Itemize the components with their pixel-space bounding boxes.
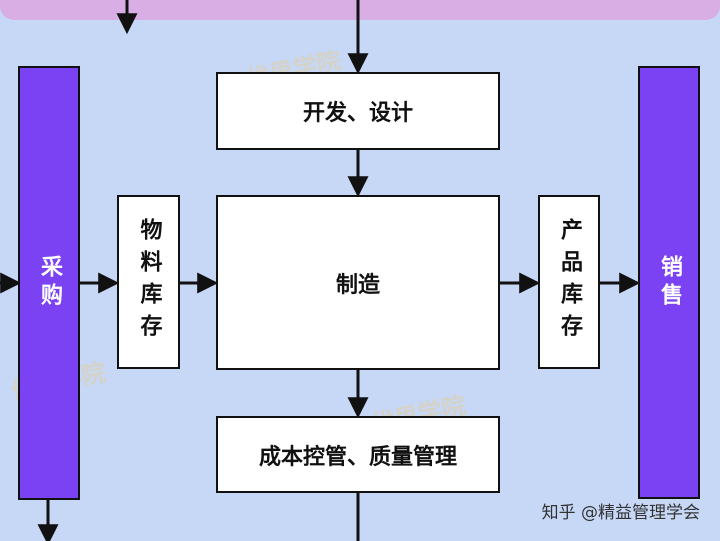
design-label: 开发、设计	[302, 101, 413, 126]
cost-quality-label: 成本控管、质量管理	[258, 444, 457, 470]
material-inventory-node: 物料库存	[117, 195, 180, 369]
design-node: 开发、设计	[216, 72, 500, 150]
product-inventory-node: 产品库存	[538, 195, 600, 369]
credit-text: 知乎 @精益管理学会	[541, 503, 700, 523]
material-inventory-label: 物料库存	[136, 218, 162, 346]
sales-label: 销售	[657, 254, 682, 311]
purchase-label: 采购	[37, 255, 62, 311]
manufacturing-label: 制造	[335, 272, 380, 298]
top-band	[0, 0, 720, 20]
product-inventory-label: 产品库存	[557, 218, 582, 346]
cost-quality-node: 成本控管、质量管理	[216, 416, 500, 493]
sales-node: 销售	[638, 66, 700, 499]
purchase-node: 采购	[18, 66, 80, 500]
manufacturing-node: 制造	[216, 195, 500, 370]
